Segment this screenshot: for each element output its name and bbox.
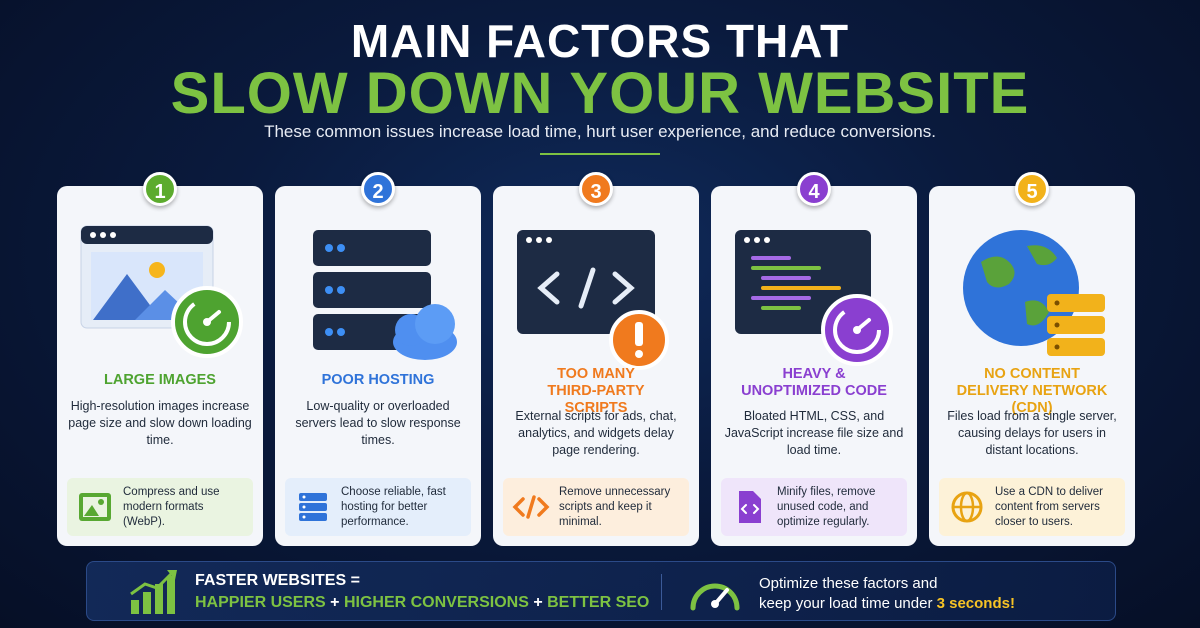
benefit-higher-conversions: HIGHER CONVERSIONS [343, 594, 529, 611]
card-tip: Choose reliable, fast hosting for better… [285, 478, 471, 536]
code-editor-gauge-icon [735, 230, 893, 366]
card-description: External scripts for ads, chat, analytic… [515, 409, 677, 457]
image-icon [79, 493, 111, 521]
card-title: TOO MANY THIRD-PARTY SCRIPTS [547, 366, 645, 416]
summary-banner: FASTER WEBSITES = HAPPIER USERS + HIGHER… [86, 561, 1116, 621]
card-description: Bloated HTML, CSS, and JavaScript increa… [724, 409, 904, 457]
card-tip: Use a CDN to deliver content from server… [939, 478, 1125, 536]
card-title: HEAVY & UNOPTIMIZED CODE [741, 366, 887, 399]
code-icon [512, 495, 550, 519]
factor-card-third-party-scripts: TOO MANY THIRD-PARTY SCRIPTS External sc… [493, 186, 699, 546]
summary-benefits: HAPPIER USERS + HIGHER CONVERSIONS + BET… [195, 594, 649, 612]
page-title-line2: SLOW DOWN YOUR WEBSITE [170, 61, 1030, 126]
summary-recommendation: Optimize these factors and keep your loa… [759, 574, 1015, 614]
card-number-badge: 1 [143, 172, 177, 206]
factor-card-large-images: LARGE IMAGES High-resolution images incr… [57, 186, 263, 546]
globe-icon [951, 491, 983, 523]
card-tip: Compress and use modern formats (WebP). [67, 478, 253, 536]
card-number-badge: 3 [579, 172, 613, 206]
code-warning-icon [517, 230, 669, 370]
factor-card-poor-hosting: POOR HOSTING Low-quality or overloaded s… [275, 186, 481, 546]
benefit-better-seo: BETTER SEO [547, 594, 650, 611]
factor-card-no-cdn: NO CONTENT DELIVERY NETWORK (CDN) Files … [929, 186, 1135, 546]
code-file-icon [739, 491, 761, 523]
card-number-badge: 2 [361, 172, 395, 206]
tip-text: Remove unnecessary scripts and keep it m… [559, 485, 671, 528]
card-title: POOR HOSTING [321, 372, 435, 388]
card-tip: Remove unnecessary scripts and keep it m… [503, 478, 689, 536]
tip-text: Compress and use modern formats (WebP). [123, 485, 220, 528]
card-number-badge: 4 [797, 172, 831, 206]
title-divider [540, 153, 660, 155]
recommendation-line1: Optimize these factors and [759, 575, 938, 592]
card-tip: Minify files, remove unused code, and op… [721, 478, 907, 536]
card-title: LARGE IMAGES [104, 372, 216, 388]
plus-sign: + [330, 594, 340, 611]
image-gauge-icon [80, 225, 243, 358]
card-number-badge: 5 [1015, 172, 1049, 206]
recommendation-line2: keep your load time under 3 seconds! [759, 595, 1015, 612]
summary-headline: FASTER WEBSITES = [195, 572, 360, 589]
growth-chart-icon [130, 570, 177, 614]
card-description: Files load from a single server, causing… [947, 409, 1117, 457]
page-title-line1: MAIN FACTORS THAT [350, 15, 850, 67]
speedometer-icon [690, 583, 740, 611]
load-time-target: 3 seconds! [936, 595, 1015, 612]
server-cloud-icon [313, 230, 457, 360]
card-description: Low-quality or overloaded servers lead t… [295, 399, 461, 447]
tip-text: Use a CDN to deliver content from server… [995, 485, 1104, 528]
factor-card-heavy-code: HEAVY & UNOPTIMIZED CODE Bloated HTML, C… [711, 186, 917, 546]
tip-text: Choose reliable, fast hosting for better… [341, 485, 446, 528]
card-description: High-resolution images increase page siz… [68, 399, 252, 447]
banner-divider [661, 574, 662, 610]
server-icon [299, 493, 327, 521]
plus-sign: + [533, 594, 543, 611]
card-title: NO CONTENT DELIVERY NETWORK (CDN) [956, 366, 1108, 416]
benefit-happier-users: HAPPIER USERS [195, 594, 326, 611]
tip-text: Minify files, remove unused code, and op… [777, 485, 876, 528]
globe-server-icon [963, 230, 1105, 356]
page-subtitle: These common issues increase load time, … [264, 122, 936, 141]
